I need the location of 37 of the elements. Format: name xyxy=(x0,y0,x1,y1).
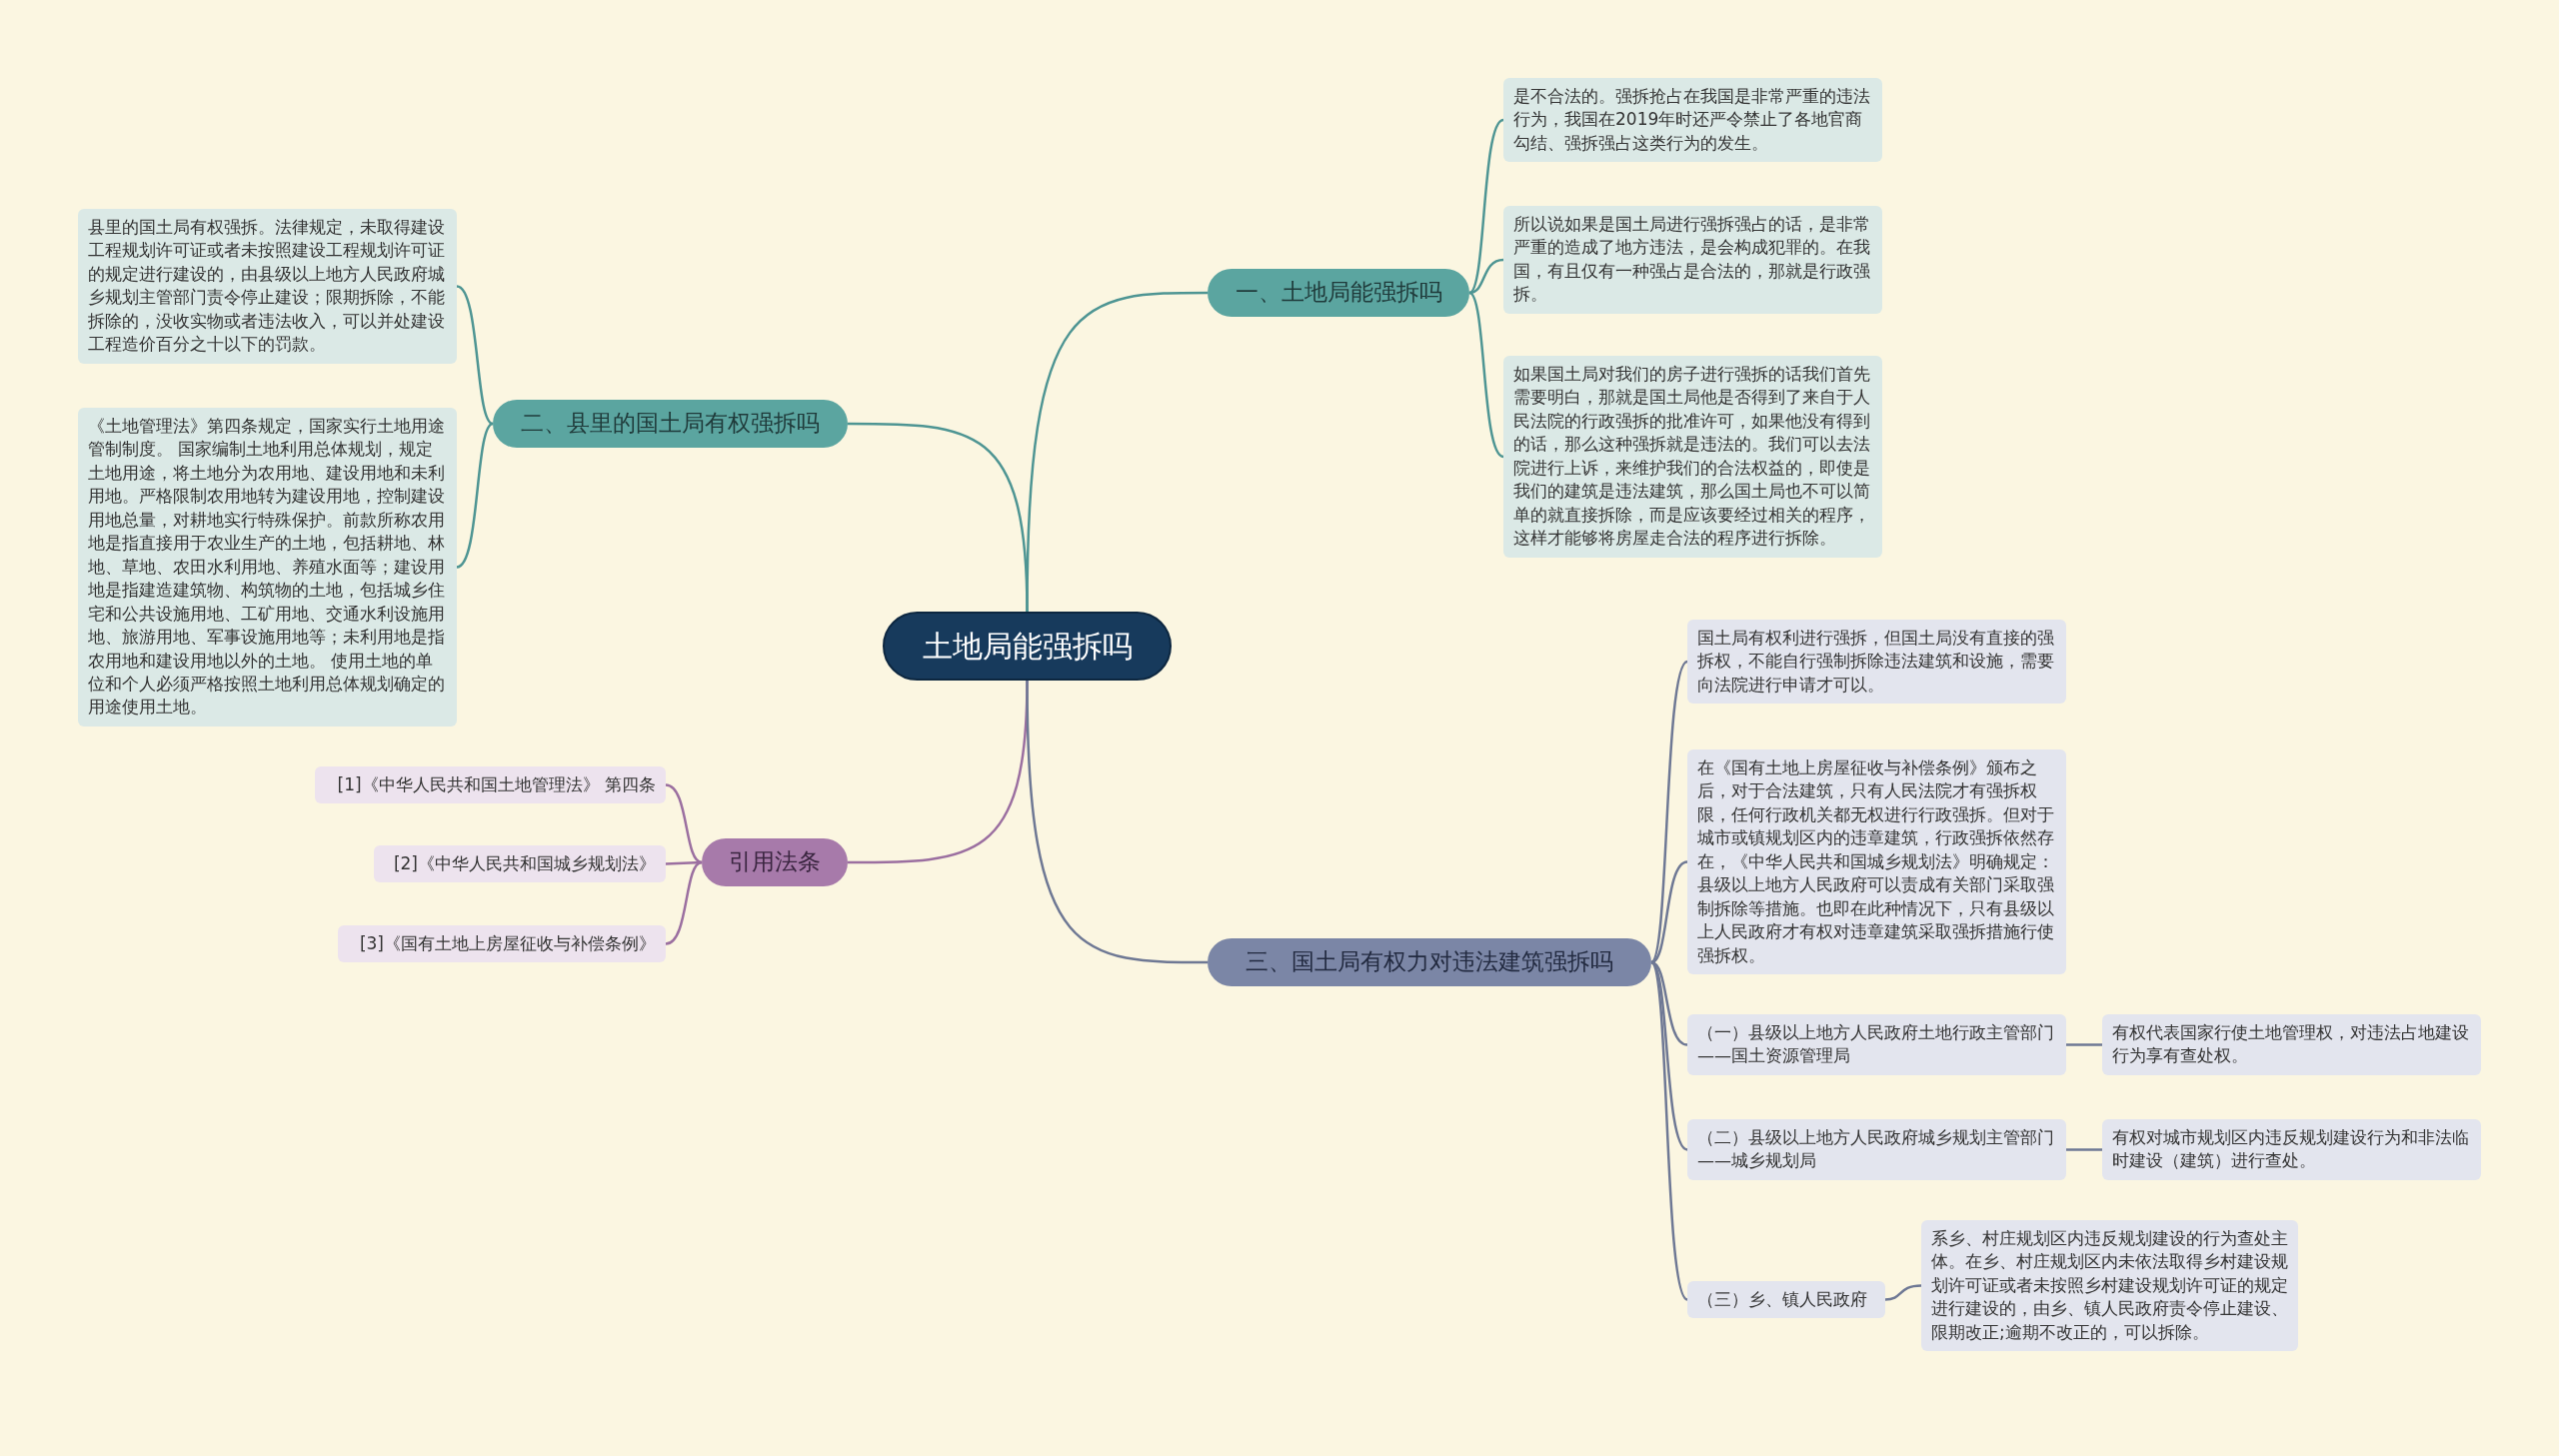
connector-line xyxy=(1650,860,1688,964)
connector-line xyxy=(456,285,494,426)
note-card: 《土地管理法》第四条规定，国家实行土地用途管制制度。 国家编制土地利用总体规划，规定土地用途，将土地分为农用地、建设用地和未利用地。严格限制农用地转为建设用地，控制建设用地总量，对耕地实行特殊保护。前款所称农用地是指直接用于农业生产的土地，包括耕地、林地、草地、农田水利用地、养殖水面等；建设用地是指建造建筑物、构筑物的土地，包括城乡住宅和公共设施用地、工矿用地、交通水利设施用地、旅游用地、军事设施用地等；未利用地是指农用地和建设用地以外的土地。 使用土地的单位和个人必须严格按照土地利用总体规划确定的用途使用土地。 xyxy=(78,408,457,727)
note-card: [3]《国有土地上房屋征收与补偿条例》 xyxy=(338,925,666,963)
connector-line xyxy=(1468,292,1504,459)
connector-line xyxy=(1884,1284,1922,1301)
connector-line xyxy=(2066,1043,2102,1046)
note-card: 是不合法的。强拆抢占在我国是非常严重的违法行为，我国在2019年时还严令禁止了各地官商勾结、强拆强占这类行为的发生。 xyxy=(1503,78,1882,163)
connector-line xyxy=(2066,1148,2102,1151)
note-card: （二）县级以上地方人民政府城乡规划主管部门——城乡规划局 xyxy=(1687,1119,2066,1180)
connector-line xyxy=(456,422,494,569)
note-card: 所以说如果是国土局进行强拆强占的话，是非常严重的造成了地方违法，是会构成犯罪的。在我国，有且仅有一种强占是合法的，那就是行政强拆。 xyxy=(1503,206,1882,314)
note-card: 国土局有权利进行强拆，但国土局没有直接的强拆权，不能自行强制拆除违法建筑和设施，需要向法院进行申请才可以。 xyxy=(1687,620,2066,705)
connector-line xyxy=(665,860,703,945)
note-card: [1]《中华人民共和国土地管理法》 第四条 xyxy=(315,766,666,804)
note-card: （一）县级以上地方人民政府土地行政主管部门——国土资源管理局 xyxy=(1687,1014,2066,1075)
branch-topic: 一、土地局能强拆吗 xyxy=(1208,269,1469,317)
connector-line xyxy=(1468,118,1504,294)
note-card: 如果国土局对我们的房子进行强拆的话我们首先需要明白，那就是国土局他是否得到了来自于人民法院的行政强拆的批准许可，如果他没有得到的话，那么这种强拆就是违法的。我们可以去法院进行上诉，来维护我们的合法权益的，即使是我们的建筑是违法建筑，那么国土局也不可以简单的就直接拆除，而是应该要经过相关的程序，这样才能够将房屋走合法的程序进行拆除。 xyxy=(1503,356,1882,558)
note-card: 系乡、村庄规划区内违反规划建设的行为查处主体。在乡、村庄规划区内未依法取得乡村建设规划许可证或者未按照乡村建设规划许可证的规定进行建设的，由乡、镇人民政府责令停止建设、限期改正;逾期不改正的，可以拆除。 xyxy=(1921,1220,2298,1352)
note-card: 有权代表国家行使土地管理权，对违法占地建设行为享有查处权。 xyxy=(2102,1014,2481,1075)
note-card: 县里的国土局有权强拆。法律规定，未取得建设工程规划许可证或者未按照建设工程规划许可证的规定进行建设的，由县级以上地方人民政府城乡规划主管部门责令停止建设；限期拆除，不能拆除的，没收实物或者违法收入，可以并处建设工程造价百分之十以下的罚款。 xyxy=(78,209,457,364)
connector-line xyxy=(1649,961,1688,1301)
connector-line xyxy=(1026,680,1208,964)
central-topic: 土地局能强拆吗 xyxy=(883,612,1172,682)
connector-line xyxy=(1468,258,1504,295)
connector-line xyxy=(1650,961,1688,1151)
branch-topic: 二、县里的国土局有权强拆吗 xyxy=(493,400,848,448)
note-card: （三）乡、镇人民政府 xyxy=(1687,1281,1885,1319)
connector-line xyxy=(848,422,1029,613)
note-card: 在《国有土地上房屋征收与补偿条例》颁布之后，对于合法建筑，只有人民法院才有强拆权限，任何行政机关都无权进行行政强拆。但对于城市或镇规划区内的违章建筑，行政强拆依然存在，《中华人民共和国城乡规划法》明确规定：县级以上地方人民政府可以责成有关部门采取强制拆除等措施。也即在此种情况下，只有县级以上人民政府才有权对违章建筑采取强拆措施行使强拆权。 xyxy=(1687,749,2066,975)
branch-topic: 引用法条 xyxy=(702,838,848,886)
note-card: [2]《中华人民共和国城乡规划法》 xyxy=(374,845,666,883)
note-card: 有权对城市规划区内违反规划建设行为和非法临时建设（建筑）进行查处。 xyxy=(2102,1119,2481,1180)
branch-topic: 三、国土局有权力对违法建筑强拆吗 xyxy=(1208,938,1651,986)
connector-line xyxy=(665,783,703,864)
connector-line xyxy=(1649,661,1688,963)
